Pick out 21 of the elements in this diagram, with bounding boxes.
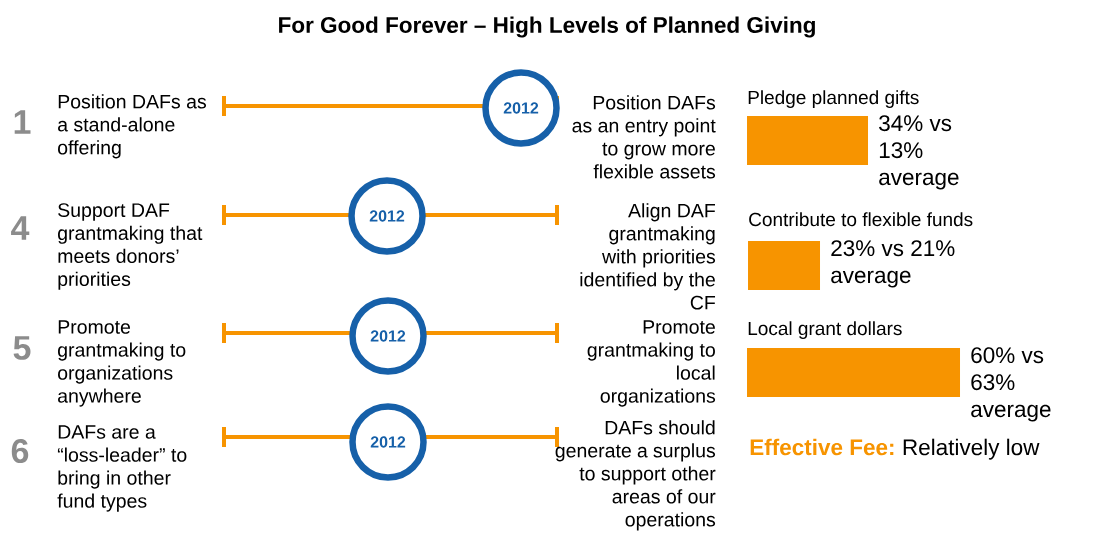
title: For Good Forever – High Levels of Planned Giving [279, 16, 815, 38]
statement-text: DAFs are a “loss-leader” to bring in other fund types [57, 425, 187, 512]
statement-text: DAFs should generate a surplus to support other areas of our operations [555, 420, 716, 531]
row-number: 5 [13, 336, 31, 360]
row-number: 1 [14, 110, 31, 134]
statement-text: Support DAF grantmaking that meets donors’ priorities [58, 203, 203, 290]
row-number: 6 [11, 438, 29, 464]
statement-text: Promote grantmaking to local organizations [587, 320, 716, 407]
statement-text: Position DAFs as a stand-alone offering [58, 94, 207, 159]
bar-heading: Local grant dollars [748, 321, 902, 339]
bar-heading: Pledge planned gifts [748, 90, 919, 108]
value-label: 60% vs 63% average [971, 347, 1051, 422]
fee-value: Relatively low [903, 438, 1040, 460]
statement-text: Promote grantmaking to organizations anywhere [58, 320, 186, 407]
statement-text: Position DAFs as an entry point to grow more flexible assets [572, 95, 716, 179]
row-number: 4 [11, 216, 30, 240]
bar-heading: Contribute to flexible funds [749, 212, 973, 227]
fee-label: Effective Fee: [750, 438, 894, 456]
statement-text: Align DAF grantmaking with priorities identified by the CF [580, 203, 716, 310]
value-label: 23% vs 21% average [831, 240, 955, 288]
value-label: 34% vs 13% average [879, 115, 959, 190]
